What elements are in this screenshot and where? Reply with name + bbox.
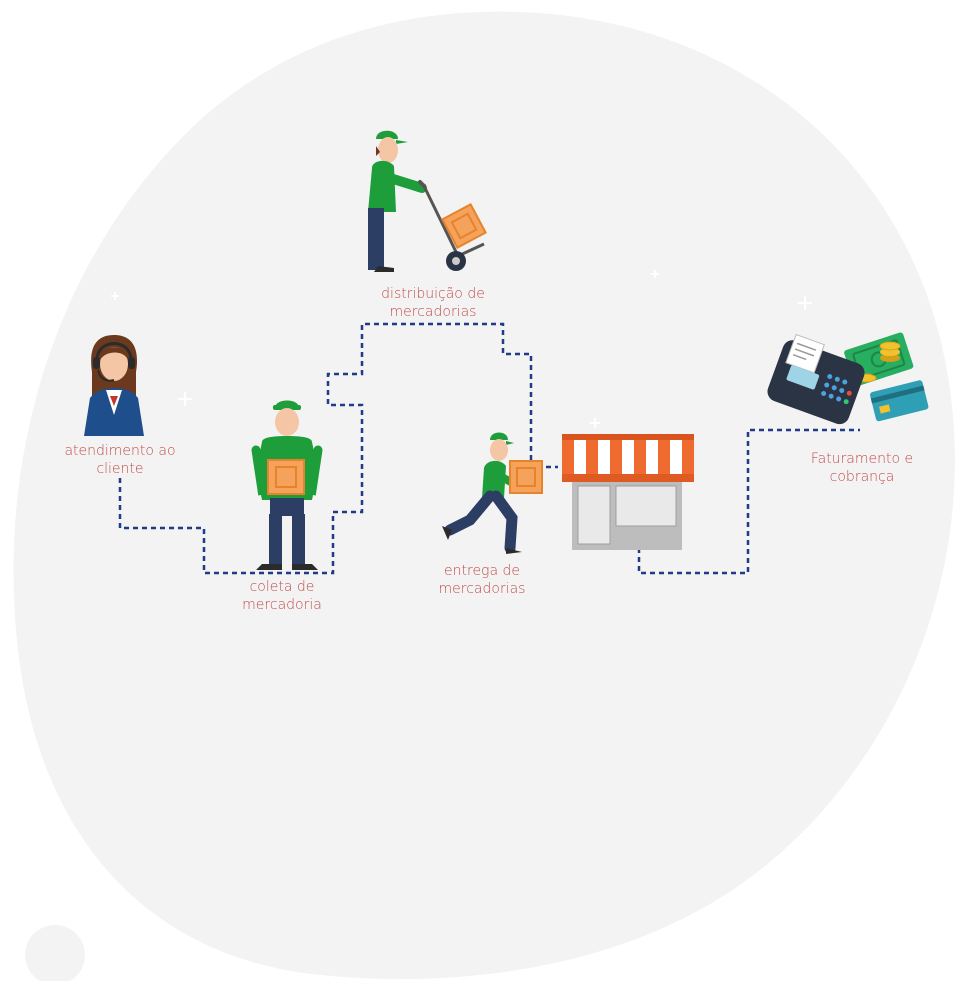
- label-atendimento-line1: atendimento ao: [64, 443, 176, 459]
- storefront-icon: [562, 434, 694, 550]
- payment-terminal-money-icon: [767, 332, 929, 425]
- small-background-circle: [25, 925, 85, 981]
- running-delivery-worker-icon: [442, 432, 543, 554]
- label-coleta-line2: mercadoria: [242, 597, 322, 613]
- label-entrega-line2: mercadorias: [438, 581, 526, 597]
- label-faturamento: Faturamento e cobrança: [792, 450, 932, 486]
- flow-path-line: [118, 322, 558, 575]
- label-distribuicao: distribuição de mercadorias: [358, 285, 508, 321]
- label-coleta: coleta de mercadoria: [212, 578, 352, 614]
- worker-carrying-box-icon: [251, 400, 323, 570]
- label-faturamento-line1: Faturamento e: [810, 451, 914, 467]
- label-entrega: entrega de mercadorias: [412, 562, 552, 598]
- label-distribuicao-line2: mercadorias: [389, 304, 477, 320]
- label-coleta-line1: coleta de: [249, 579, 315, 595]
- call-center-agent-icon: [84, 335, 144, 436]
- label-atendimento-line2: cliente: [96, 461, 144, 477]
- label-faturamento-line2: cobrança: [829, 469, 895, 485]
- label-entrega-line1: entrega de: [444, 563, 520, 579]
- label-distribuicao-line1: distribuição de: [381, 286, 485, 302]
- credit-card-icon: [870, 380, 929, 422]
- sparkle-decorations: [111, 270, 812, 428]
- label-atendimento: atendimento ao cliente: [50, 442, 190, 478]
- card-terminal-icon: [767, 333, 865, 425]
- worker-with-hand-truck-icon: [368, 130, 487, 272]
